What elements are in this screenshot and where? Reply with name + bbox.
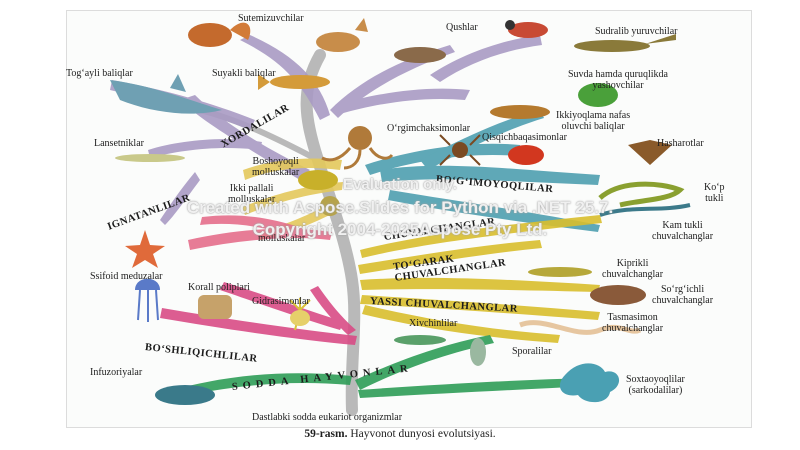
label-gidrasimonlar: Gidrasimonlar — [252, 296, 310, 307]
label-tasmasimon-line2: chuvalchanglar — [602, 323, 664, 334]
paramecium-icon — [155, 385, 215, 405]
lungfish-icon — [490, 105, 550, 119]
label-tasmasimon: Tasmasimon chuvalchanglar — [602, 312, 663, 334]
spider-icon — [439, 134, 481, 166]
label-sorgichli-line1: So‘rg‘ichli — [660, 284, 705, 295]
jellyfish-icon — [135, 278, 160, 322]
label-orgimchak: O‘rgimchaksimonlar — [387, 123, 471, 134]
label-togayli: Tog‘ayli baliqlar — [66, 68, 133, 79]
amoeba-icon — [559, 363, 620, 403]
label-xivchinlilar: Xivchinlilar — [409, 318, 458, 329]
kangaroo-icon — [316, 18, 368, 52]
label-boshoyoqli-line1: Boshoyoqli — [252, 156, 299, 167]
label-ikkiyoqlama-line2: oluvchi baliqlar — [561, 121, 625, 132]
butterfly-icon — [628, 140, 672, 165]
label-qushlar: Qushlar — [446, 22, 478, 33]
label-hasharotlar: Hasharotlar — [657, 138, 704, 149]
starfish-icon — [125, 230, 165, 268]
euglena-icon — [394, 335, 446, 345]
animal-illustrations — [110, 18, 691, 405]
label-suyakli: Suyakli baliqlar — [212, 68, 276, 79]
label-kop-tukli: Ko‘p tukli — [704, 182, 725, 204]
protozoa-branch — [188, 335, 592, 398]
lizard-icon — [574, 34, 676, 52]
sporozoan-icon — [470, 338, 486, 366]
label-kiprikli: Kiprikli chuvalchanglar — [602, 258, 663, 280]
label-kop-tukli-line2: tukli — [705, 193, 724, 204]
label-suvda: Suvda hamda quruqlikda yashovchilar — [568, 69, 668, 91]
label-sutemizuvchilar: Sutemizuvchilar — [238, 13, 304, 24]
label-sorgichli: So‘rg‘ichli chuvalchanglar — [652, 284, 713, 306]
fluke-icon — [590, 285, 646, 305]
label-ikkiyoqlama-line1: Ikkiyoqlama nafas — [556, 110, 631, 121]
label-soxtaoyoq: Soxtaoyoqlilar (sarkodalilar) — [626, 374, 685, 396]
watermark-line-1: Evaluation only. — [343, 176, 457, 193]
caption-text: Hayvonot dunyosi evolutsiyasi. — [347, 428, 496, 440]
bony-fish-icon — [258, 74, 330, 90]
label-korall: Korall poliplari — [188, 282, 250, 293]
watermark-line-3: Copyright 2004-2025Aspose Pty Ltd. — [252, 220, 548, 239]
label-sorgichli-line2: chuvalchanglar — [652, 295, 714, 306]
label-boshoyoqli-line2: molluskalar — [252, 167, 300, 178]
label-ssifoid: Ssifoid meduzalar — [90, 271, 163, 282]
lancelet-icon — [115, 154, 185, 162]
mussel-icon — [298, 170, 338, 190]
label-ikki-pallali-line2: molluskalar — [228, 194, 276, 205]
echinoderms-branch — [188, 215, 332, 250]
label-soxtaoyoq-line2: (sarkodalilar) — [628, 385, 683, 396]
label-boshoyoqli: Boshoyoqli molluskalar — [252, 156, 299, 178]
worms-branch — [358, 215, 602, 343]
label-qisqichbaqa: Qisqichbaqasimonlar — [482, 132, 567, 143]
label-tasmasimon-line1: Tasmasimon — [607, 312, 658, 323]
label-kop-tukli-line1: Ko‘p — [704, 182, 725, 193]
label-kiprikli-line2: chuvalchanglar — [602, 269, 664, 280]
bird-icon — [505, 20, 548, 38]
label-ikki-pallali-line1: Ikki pallali — [229, 183, 274, 194]
label-soxtaoyoq-line1: Soxtaoyoqlilar — [626, 374, 685, 385]
snail-icon — [320, 196, 340, 216]
squirrel-icon — [188, 22, 251, 47]
label-ikki-pallali: Ikki pallali molluskalar — [228, 183, 275, 205]
label-root: Dastlabki sodda eukariot organizmlar — [252, 412, 403, 423]
label-sudralib: Sudralib yuruvchilar — [595, 26, 678, 37]
label-infuzoriyalar: Infuzoriyalar — [90, 367, 143, 378]
coral-icon — [198, 295, 232, 319]
earthworm-icon — [598, 181, 685, 208]
figure-caption: 59-rasm. Hayvonot dunyosi evolutsiyasi. — [0, 428, 800, 440]
shark-icon — [110, 74, 222, 114]
label-kam-tukli-line2: chuvalchanglar — [652, 231, 714, 242]
label-sporalilar: Sporalilar — [512, 346, 552, 357]
crab-icon — [508, 145, 544, 165]
label-kiprikli-line1: Kiprikli — [616, 258, 649, 269]
hydra-icon — [289, 298, 311, 331]
planaria-icon — [528, 267, 592, 277]
label-suvda-line2: yashovchilar — [592, 80, 644, 91]
caption-number: 59-rasm. — [304, 428, 348, 440]
watermark-line-2: Created with Aspose.Slides for Python vi… — [186, 198, 614, 217]
label-ikkiyoqlama: Ikkiyoqlama nafas oluvchi baliqlar — [556, 110, 630, 132]
tapeworm-icon — [519, 320, 642, 335]
label-qorinoyoqli: molluskalar — [258, 233, 306, 244]
label-kam-tukli-line1: Kam tukli — [662, 220, 703, 231]
label-lansetniklar: Lansetniklar — [94, 138, 144, 149]
polychaete-icon — [599, 203, 691, 217]
label-suvda-line1: Suvda hamda quruqlikda — [568, 69, 668, 80]
platypus-icon — [394, 47, 446, 63]
octopus-icon — [321, 126, 394, 170]
label-kam-tukli: Kam tukli chuvalchanglar — [652, 220, 713, 242]
frog-icon — [578, 83, 618, 107]
